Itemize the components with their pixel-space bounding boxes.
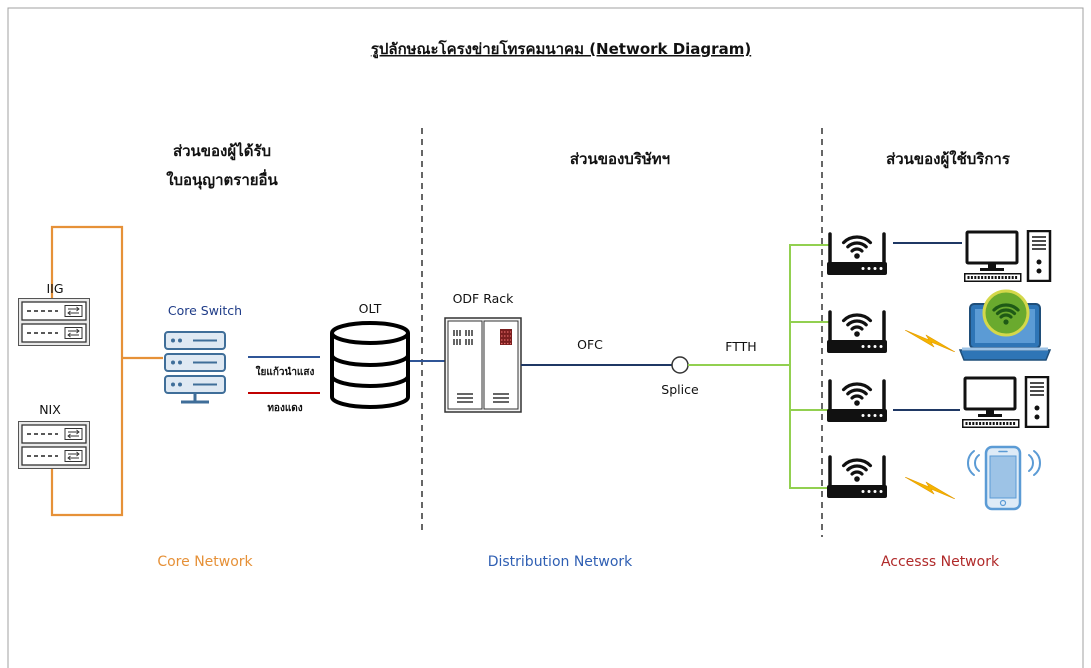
desktop-computer-icon-1 xyxy=(964,230,1052,282)
wifi-badge-dot xyxy=(1003,319,1009,325)
fiber-panel xyxy=(500,329,512,345)
wifi-router-icon-3 xyxy=(827,379,887,422)
cabinet-door-left xyxy=(447,320,483,410)
copper-cable-label: ทองแดง xyxy=(267,403,302,414)
fiber-cable-label: ใยแก้วนำแสง xyxy=(256,365,315,378)
cabinet-vents xyxy=(457,393,509,403)
distribution-network-label: Distribution Network xyxy=(488,554,633,570)
access-network-label: Accesss Network xyxy=(881,554,1000,570)
splice-point-icon xyxy=(671,356,689,374)
server-stand xyxy=(181,393,209,404)
wifi-router-icon-4 xyxy=(827,455,887,498)
splice-label: Splice xyxy=(661,382,699,397)
database-bands xyxy=(330,354,410,388)
diagram-title: รูปลักษณะโครงข่ายโทรคมนาคม (Network Diag… xyxy=(371,39,751,59)
wifi-router-icon-1 xyxy=(827,232,887,275)
zone-heading-other-licensees-line2: ใบอนุญาตรายอื่น xyxy=(166,169,278,190)
wifi-router-icon-2 xyxy=(827,310,887,353)
zone-heading-users: ส่วนของผู้ใช้บริการ xyxy=(886,150,1011,169)
zone-heading-other-licensees-line1: ส่วนของผู้ได้รับ xyxy=(173,141,271,161)
ftth-label: FTTH xyxy=(725,339,756,354)
database-top xyxy=(330,321,410,345)
server-unit xyxy=(164,353,226,372)
nix-rack-server-icon xyxy=(18,421,90,469)
laptop-hinge xyxy=(962,347,1048,351)
patch-ports xyxy=(453,330,473,345)
core-switch-label: Core Switch xyxy=(168,303,242,318)
desktop-computer-icon-2 xyxy=(962,376,1050,428)
wireless-lightning-icon-2 xyxy=(905,477,955,499)
server-unit xyxy=(164,375,226,394)
wireless-lightning-icon-1 xyxy=(905,330,955,352)
wifi-badge-arcs xyxy=(992,303,1020,319)
iig-rack-server-icon xyxy=(18,298,90,346)
database-body xyxy=(330,333,410,409)
phone-home-button xyxy=(999,499,1007,507)
olt-label: OLT xyxy=(359,301,382,316)
iig-label: IIG xyxy=(46,281,63,296)
odf-rack-label: ODF Rack xyxy=(453,291,515,306)
core-link-loop xyxy=(50,225,124,517)
laptop-base xyxy=(958,349,1052,361)
page-frame xyxy=(7,7,1084,668)
server-unit xyxy=(164,331,226,350)
phone-screen xyxy=(989,455,1017,499)
ofc-label: OFC xyxy=(577,337,603,352)
rack-cabinet-icon xyxy=(444,317,522,413)
wifi-badge xyxy=(982,289,1030,337)
server-stack-icon xyxy=(164,331,226,404)
database-icon xyxy=(330,321,410,409)
smartphone-icon xyxy=(967,445,1041,511)
signal-waves-right xyxy=(1028,450,1041,476)
signal-waves-left xyxy=(967,450,980,476)
core-network-label: Core Network xyxy=(157,554,253,570)
laptop-wifi-icon xyxy=(958,289,1052,361)
nix-label: NIX xyxy=(39,402,61,417)
zone-heading-company: ส่วนของบริษัทฯ xyxy=(570,150,670,168)
